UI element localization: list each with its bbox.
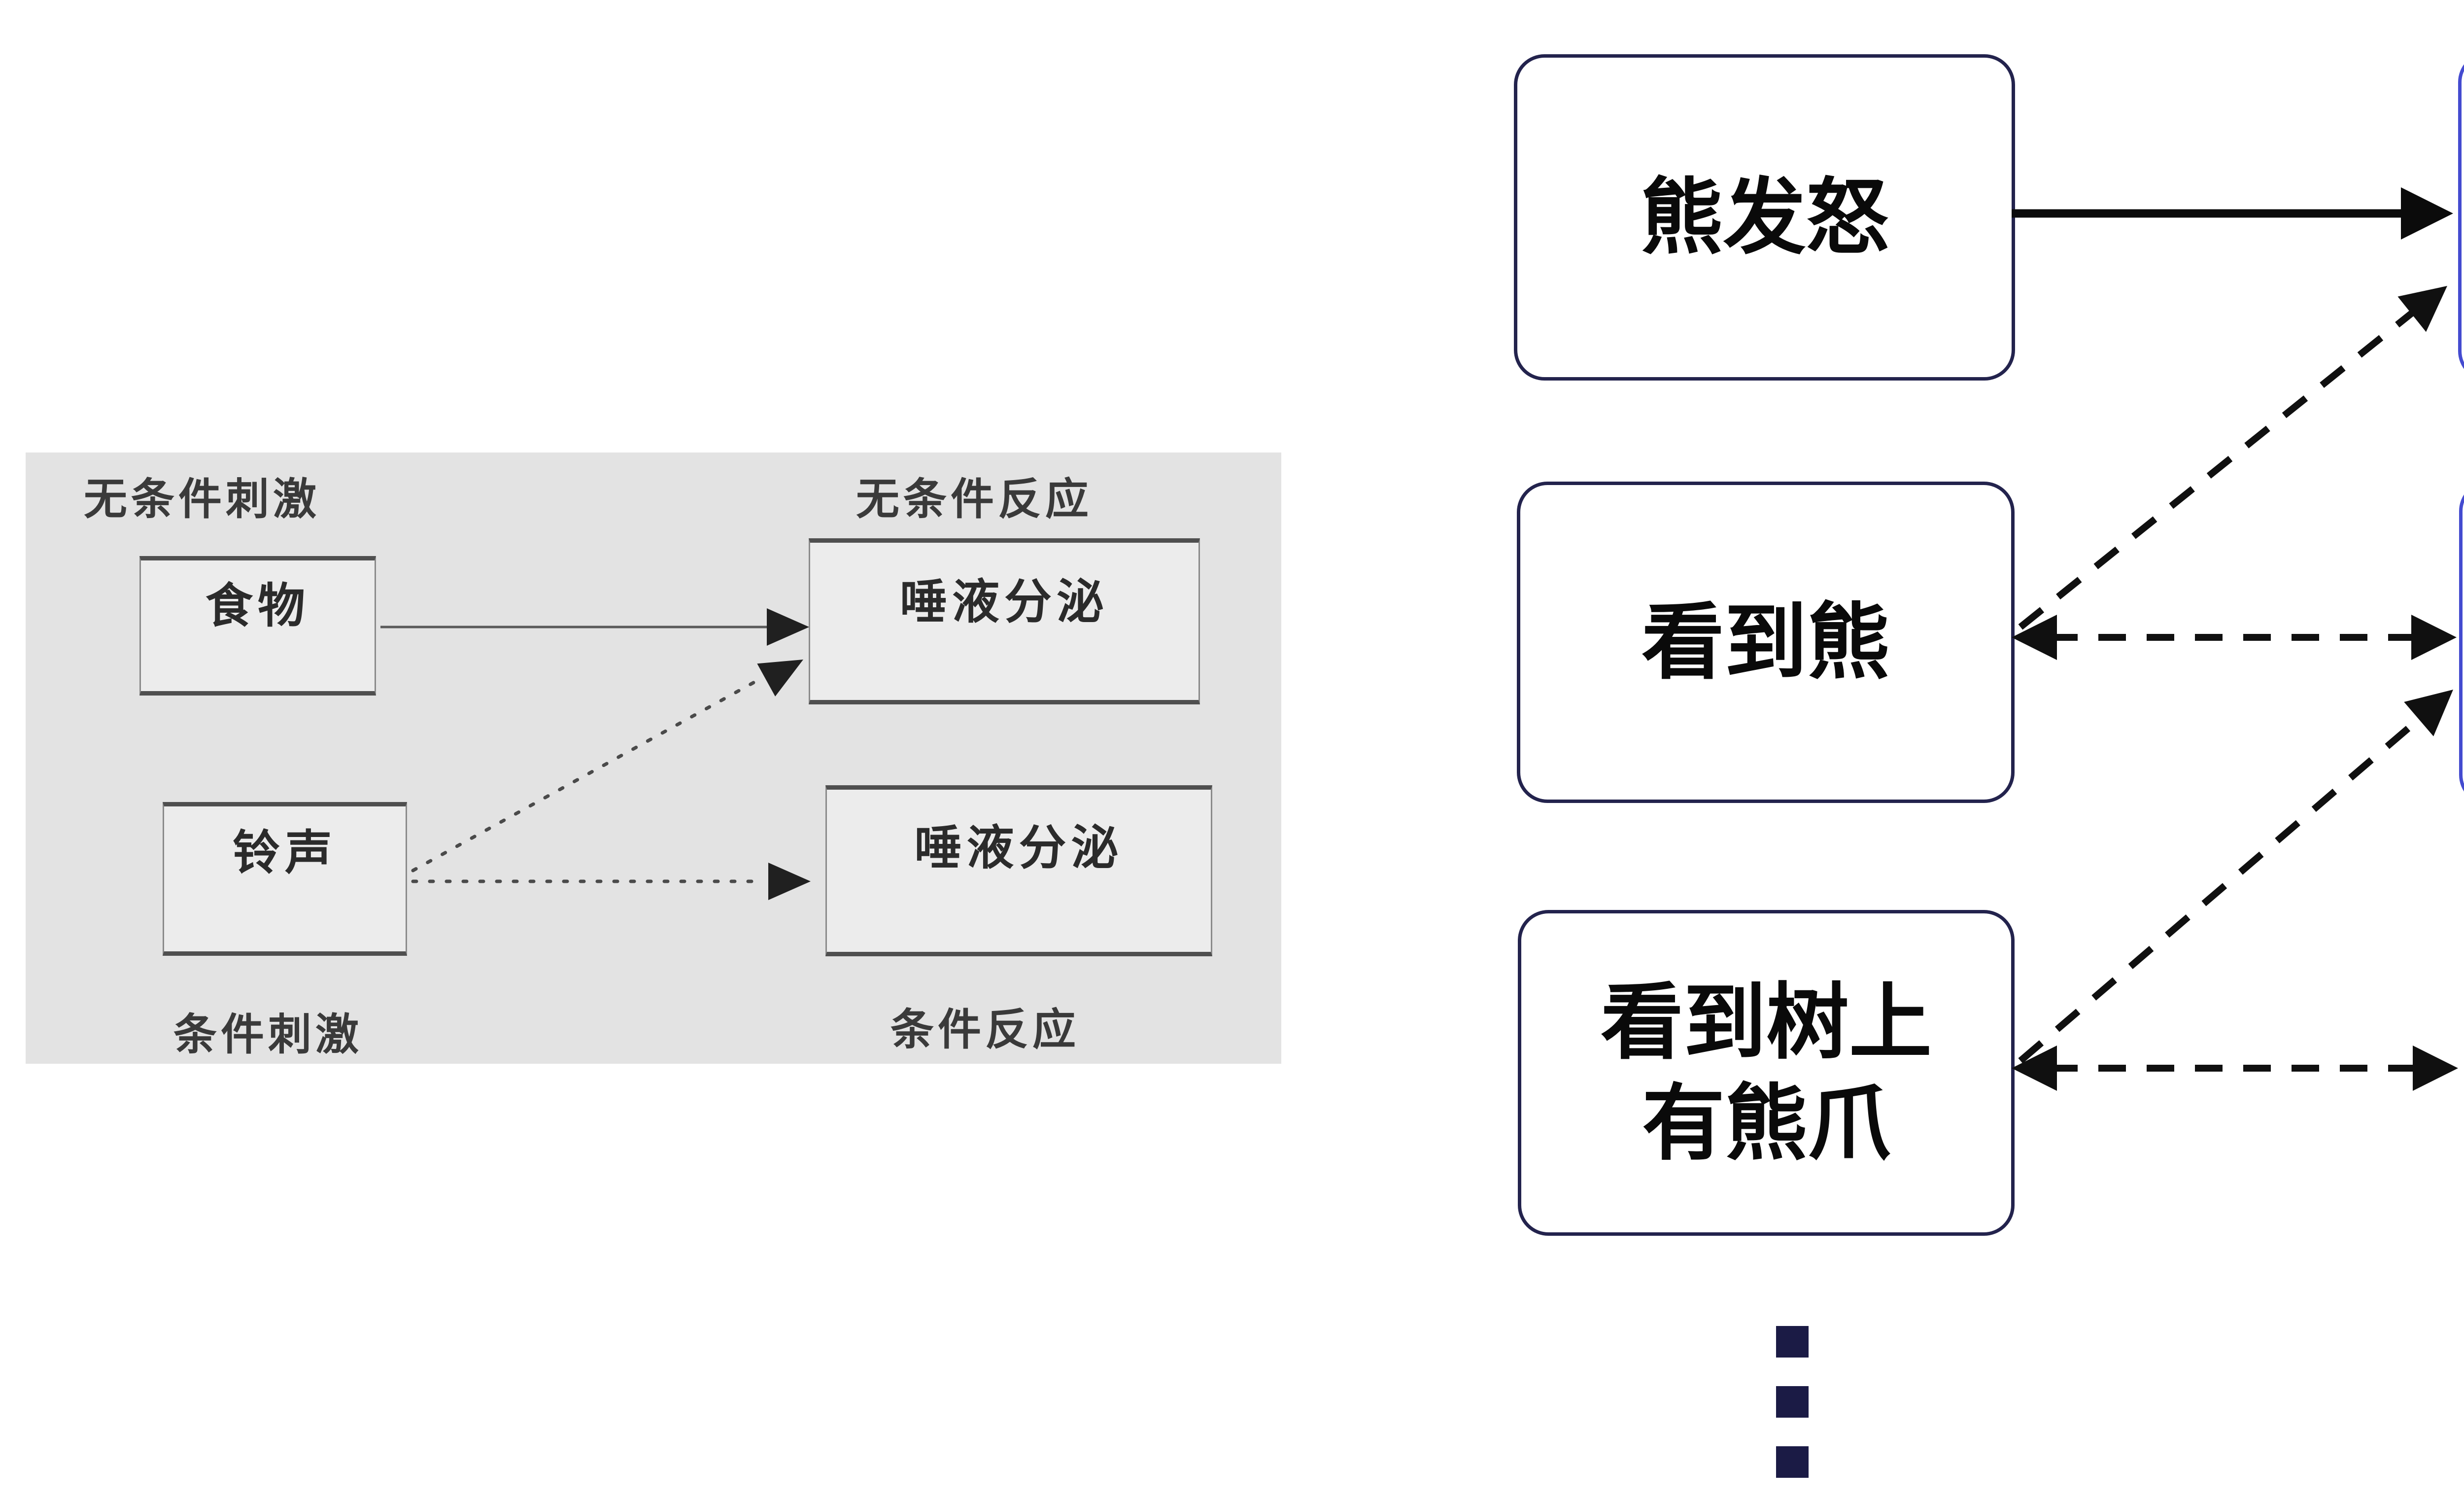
arrow-bear-rage-to-reward bbox=[2012, 187, 2453, 240]
arrow-see-bear-to-reward bbox=[2018, 286, 2447, 630]
box-salivation-bottom: 唾液分泌 bbox=[825, 785, 1212, 956]
box-bell: 铃声 bbox=[163, 802, 407, 956]
node-see-bear-claw-line2: 有熊爪 bbox=[1642, 1075, 1890, 1172]
node-see-bear-label: 看到熊 bbox=[1642, 593, 1890, 691]
node-see-bear-claw-label: 看到树上 有熊爪 bbox=[1601, 972, 1932, 1174]
dot-icon bbox=[1776, 1446, 1809, 1478]
arrow-food-to-salivation bbox=[380, 608, 809, 646]
node-see-bear-claw-line1: 看到树上 bbox=[1601, 974, 1932, 1071]
arrow-bell-to-conditioned-salivation bbox=[411, 863, 811, 900]
box-salivation-top: 唾液分泌 bbox=[809, 538, 1200, 704]
arrow-see-claw-value-current-bidirectional bbox=[2012, 1046, 2458, 1091]
label-conditioned-stimulus: 条件刺激 bbox=[173, 1009, 363, 1060]
box-salivation-bottom-label: 唾液分泌 bbox=[914, 820, 1124, 875]
box-bell-label: 铃声 bbox=[233, 825, 337, 880]
dot-icon bbox=[1776, 1326, 1809, 1358]
box-food: 食物 bbox=[139, 556, 376, 696]
label-conditioned-response: 条件反应 bbox=[890, 1004, 1080, 1055]
node-see-bear: 看到熊 bbox=[1517, 482, 2015, 803]
node-bear-rage: 熊发怒 bbox=[1514, 54, 2015, 381]
node-bear-rage-label: 熊发怒 bbox=[1640, 169, 1889, 266]
label-unconditioned-stimulus: 无条件刺激 bbox=[84, 474, 321, 524]
label-unconditioned-response: 无条件反应 bbox=[856, 474, 1093, 524]
arrow-see-claw-to-value-next bbox=[2018, 690, 2453, 1064]
arrow-see-bear-value-next-bidirectional bbox=[2012, 615, 2457, 660]
node-see-bear-claw: 看到树上 有熊爪 bbox=[1518, 910, 2015, 1236]
arrow-bell-to-unconditioned-salivation bbox=[411, 660, 803, 872]
box-food-label: 食物 bbox=[205, 578, 310, 633]
dot-icon bbox=[1776, 1386, 1809, 1418]
ellipsis-dots-states-icon bbox=[1776, 1326, 1809, 1478]
box-salivation-top-label: 唾液分泌 bbox=[900, 574, 1109, 629]
